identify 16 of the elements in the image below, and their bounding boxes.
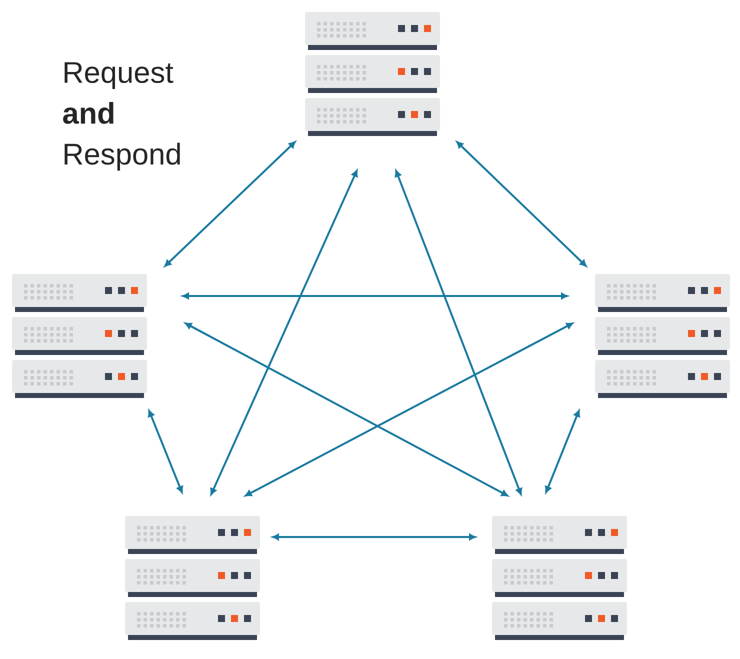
- double-arrow: [545, 410, 580, 493]
- double-arrow: [164, 141, 296, 267]
- server-drawing: [12, 274, 147, 398]
- server-drawing: [595, 274, 730, 398]
- double-arrow: [394, 170, 522, 495]
- double-arrow: [184, 322, 508, 496]
- double-arrow: [456, 141, 587, 267]
- double-arrow: [244, 322, 574, 496]
- server-drawing: [305, 12, 440, 136]
- server-drawing: [125, 516, 260, 640]
- heading-text: Request and Respond: [63, 62, 180, 171]
- server-drawing: [492, 516, 627, 640]
- double-arrow: [210, 170, 358, 495]
- double-arrow: [272, 534, 476, 540]
- double-arrow: [148, 410, 183, 493]
- double-arrow: [182, 292, 568, 300]
